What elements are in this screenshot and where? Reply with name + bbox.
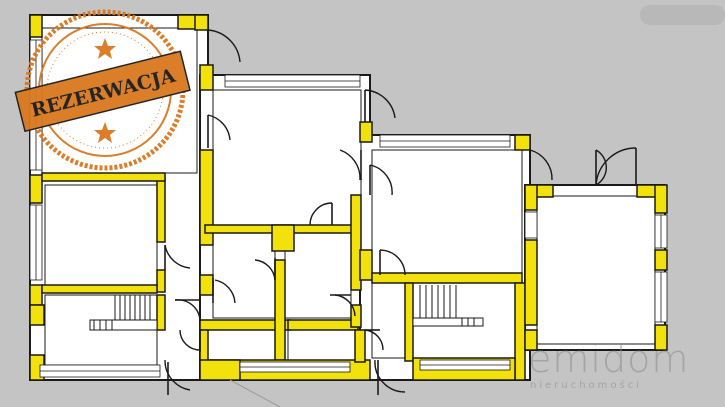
windows [29, 39, 668, 378]
yellow-walls [29, 14, 668, 381]
stamp-star-bottom [94, 122, 116, 143]
wall-yellow [199, 329, 209, 363]
wall-yellow [156, 269, 166, 293]
wall-yellow [654, 324, 668, 351]
wall-yellow [359, 249, 373, 281]
doors [164, 29, 637, 395]
wall-yellow [524, 184, 538, 211]
room-bath-a [204, 329, 281, 361]
brand-name: emidom [528, 337, 689, 381]
stamp-banner [14, 50, 191, 133]
brand-watermark: emidom nieruchomości [528, 337, 689, 391]
wall-yellow [654, 249, 668, 271]
wall-yellow [524, 329, 538, 351]
room-left [44, 184, 158, 286]
stairs-right [412, 285, 484, 327]
wall-yellow [41, 172, 166, 182]
wall-yellow [514, 282, 526, 381]
wall-yellow [654, 184, 668, 214]
wall-yellow [194, 14, 209, 31]
wall-yellow [514, 134, 531, 151]
room-middle-small-b [284, 232, 352, 319]
wall-yellow [29, 304, 45, 326]
wall-yellow [29, 174, 43, 204]
room-right-hall [371, 282, 408, 359]
wall-yellow [41, 284, 158, 294]
ground-line [229, 379, 281, 407]
window [524, 211, 538, 239]
brand-tagline: nieruchomości [530, 379, 642, 391]
stamp-star-top [94, 38, 116, 59]
wall-yellow [287, 319, 359, 331]
stairs-left [89, 295, 158, 331]
wall-yellow [199, 274, 214, 296]
wall-yellow [354, 329, 366, 363]
wall-yellow [156, 177, 166, 243]
room-garage [536, 195, 656, 345]
wall-yellow [29, 14, 43, 38]
wall-yellow [156, 294, 166, 331]
wall-yellow [404, 282, 414, 362]
room-bath-b [287, 329, 357, 361]
wall-yellow [524, 239, 538, 326]
wall-yellow [271, 224, 295, 252]
wall-yellow [199, 64, 214, 91]
room-middle-top [212, 89, 362, 226]
wall-yellow [350, 304, 362, 328]
wall-yellow [274, 259, 286, 361]
room-middle-small-a [212, 232, 276, 319]
wall-yellow [359, 121, 373, 143]
wall-yellow [199, 359, 241, 381]
wall-yellow [199, 149, 214, 246]
wall-yellow [371, 272, 523, 284]
wall-yellow [29, 284, 43, 306]
shadow-smudge [640, 5, 725, 25]
wall-yellow [350, 194, 362, 291]
room-right-top [371, 149, 523, 276]
